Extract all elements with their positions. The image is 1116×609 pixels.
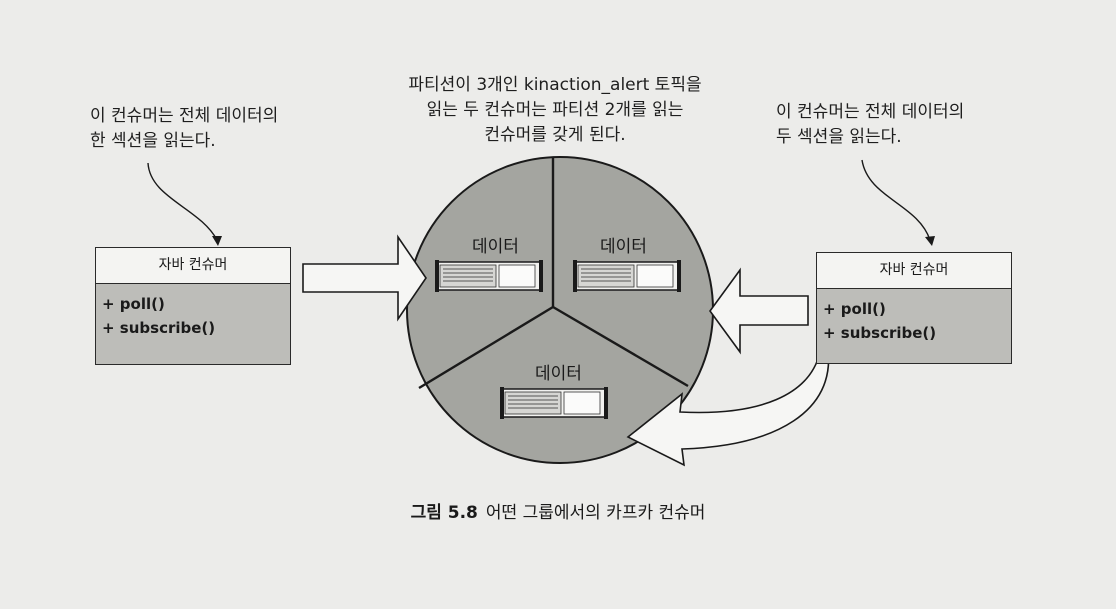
java-consumer-box-right: 자바 컨슈머 + poll() + subscribe() (816, 252, 1012, 364)
note-line: 컨슈머를 갖게 된다. (484, 125, 626, 145)
partition-block-3 (500, 387, 608, 419)
note-line: 이 컨슈머는 전체 데이터의 (90, 106, 279, 126)
note-line: 두 섹션을 읽는다. (776, 127, 902, 147)
method-subscribe: + subscribe() (823, 324, 937, 342)
caption-text: 어떤 그룹에서의 카프카 컨슈머 (485, 503, 706, 523)
note-line: 이 컨슈머는 전체 데이터의 (776, 102, 965, 122)
partition-divider-right (552, 305, 689, 388)
right-note-pointer (861, 159, 931, 241)
note-line: 한 섹션을 읽는다. (90, 131, 216, 151)
caption-number: 그림 5.8 (410, 503, 478, 523)
right-consumer-arrow (709, 267, 809, 355)
left-note-pointer (147, 162, 218, 241)
left-consumer-note: 이 컨슈머는 전체 데이터의 한 섹션을 읽는다. (90, 104, 278, 154)
partition-label-2: 데이터 (600, 237, 647, 257)
consumer-methods: + poll() + subscribe() (96, 284, 290, 350)
partition-divider-left (418, 305, 554, 390)
consumer-title: 자바 컨슈머 (817, 253, 1011, 289)
topic-note: 파티션이 3개인 kinaction_alert 토픽을 읽는 두 컨슈머는 파… (375, 73, 735, 148)
consumer-title: 자바 컨슈머 (96, 248, 290, 284)
partition-block-2 (573, 260, 681, 292)
method-poll: + poll() (102, 295, 165, 313)
left-note-pointer-head (212, 236, 222, 246)
partition-block-1 (435, 260, 543, 292)
left-consumer-arrow (302, 234, 427, 322)
method-subscribe: + subscribe() (102, 319, 216, 337)
right-consumer-curved-arrow (626, 349, 830, 467)
right-consumer-note: 이 컨슈머는 전체 데이터의 두 섹션을 읽는다. (776, 100, 964, 150)
right-note-pointer-head (925, 236, 935, 246)
note-line: 읽는 두 컨슈머는 파티션 2개를 읽는 (426, 100, 684, 120)
partition-label-1: 데이터 (472, 237, 519, 257)
figure-caption: 그림 5.8 어떤 그룹에서의 카프카 컨슈머 (0, 498, 1116, 523)
consumer-methods: + poll() + subscribe() (817, 289, 1011, 355)
partition-label-3: 데이터 (535, 364, 582, 384)
method-poll: + poll() (823, 300, 886, 318)
java-consumer-box-left: 자바 컨슈머 + poll() + subscribe() (95, 247, 291, 365)
note-line: 파티션이 3개인 kinaction_alert 토픽을 (408, 75, 702, 95)
